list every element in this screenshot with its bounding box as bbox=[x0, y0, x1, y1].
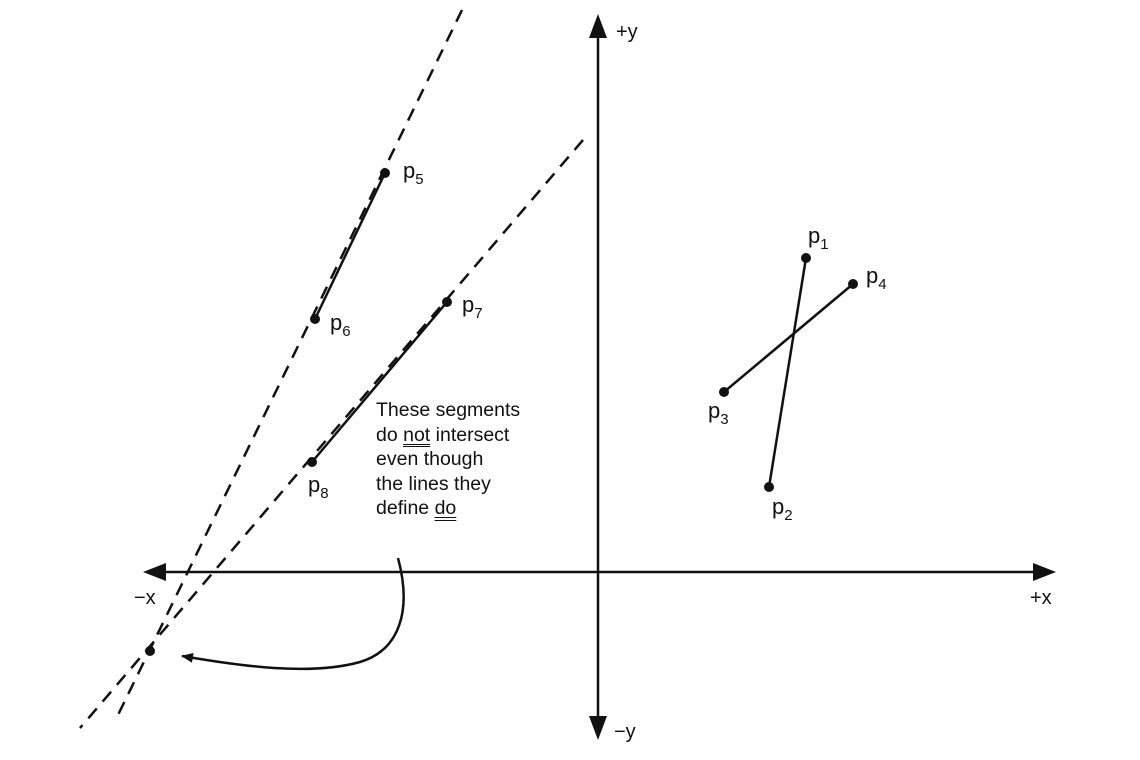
annotation-line-2-end: intersect bbox=[430, 423, 510, 446]
label-p8: p8 bbox=[308, 472, 329, 502]
annotation-arrow bbox=[181, 557, 405, 671]
dashed-line-p5-p6 bbox=[116, 9, 464, 716]
annotation-line-4: the lines they bbox=[376, 472, 491, 495]
point-p4 bbox=[848, 279, 858, 289]
label-p6: p6 bbox=[330, 310, 351, 340]
dashed-line-p7-p8 bbox=[79, 139, 584, 729]
annotation-line-5-start: define bbox=[376, 497, 435, 519]
segment-p3-p4 bbox=[723, 283, 854, 393]
annotation-line-2-start: do bbox=[376, 423, 404, 446]
annotation-text: These segments do not intersect even tho… bbox=[376, 398, 576, 521]
segment-p1-p2 bbox=[767, 257, 808, 488]
segment-p5-p6 bbox=[313, 172, 387, 320]
annotation-line-3: even though bbox=[376, 448, 484, 470]
x-axis-right-arrow bbox=[1033, 563, 1056, 581]
point-p5 bbox=[380, 168, 390, 178]
label-p1: p1 bbox=[808, 223, 829, 253]
pos-y-label: +y bbox=[616, 21, 638, 43]
annotation-line-1: These segments bbox=[376, 399, 521, 421]
y-axis-bottom-arrow bbox=[589, 716, 607, 740]
annotation-not-emphasis: not bbox=[403, 423, 431, 446]
label-p2: p2 bbox=[772, 494, 793, 524]
label-p5: p5 bbox=[403, 158, 424, 188]
point-p2 bbox=[764, 482, 774, 492]
point-p3 bbox=[719, 387, 729, 397]
label-p4: p4 bbox=[866, 263, 887, 293]
point-p1 bbox=[801, 253, 811, 263]
segment-p7-p8 bbox=[311, 301, 448, 463]
neg-x-label: −x bbox=[134, 587, 156, 609]
label-p3: p3 bbox=[708, 398, 729, 428]
label-p7: p7 bbox=[462, 292, 483, 322]
y-axis-top-arrow bbox=[589, 14, 607, 38]
pos-x-label: +x bbox=[1030, 587, 1052, 609]
annotation-line-5: define do bbox=[376, 496, 576, 521]
point-p7 bbox=[442, 297, 452, 307]
annotation-line-2: do not intersect bbox=[376, 423, 576, 448]
x-axis-left-arrow bbox=[143, 563, 166, 581]
intersection-point bbox=[145, 646, 155, 656]
neg-y-label: −y bbox=[614, 721, 636, 743]
point-p8 bbox=[307, 457, 317, 467]
point-p6 bbox=[310, 314, 320, 324]
annotation-do-emphasis: do bbox=[434, 497, 457, 519]
